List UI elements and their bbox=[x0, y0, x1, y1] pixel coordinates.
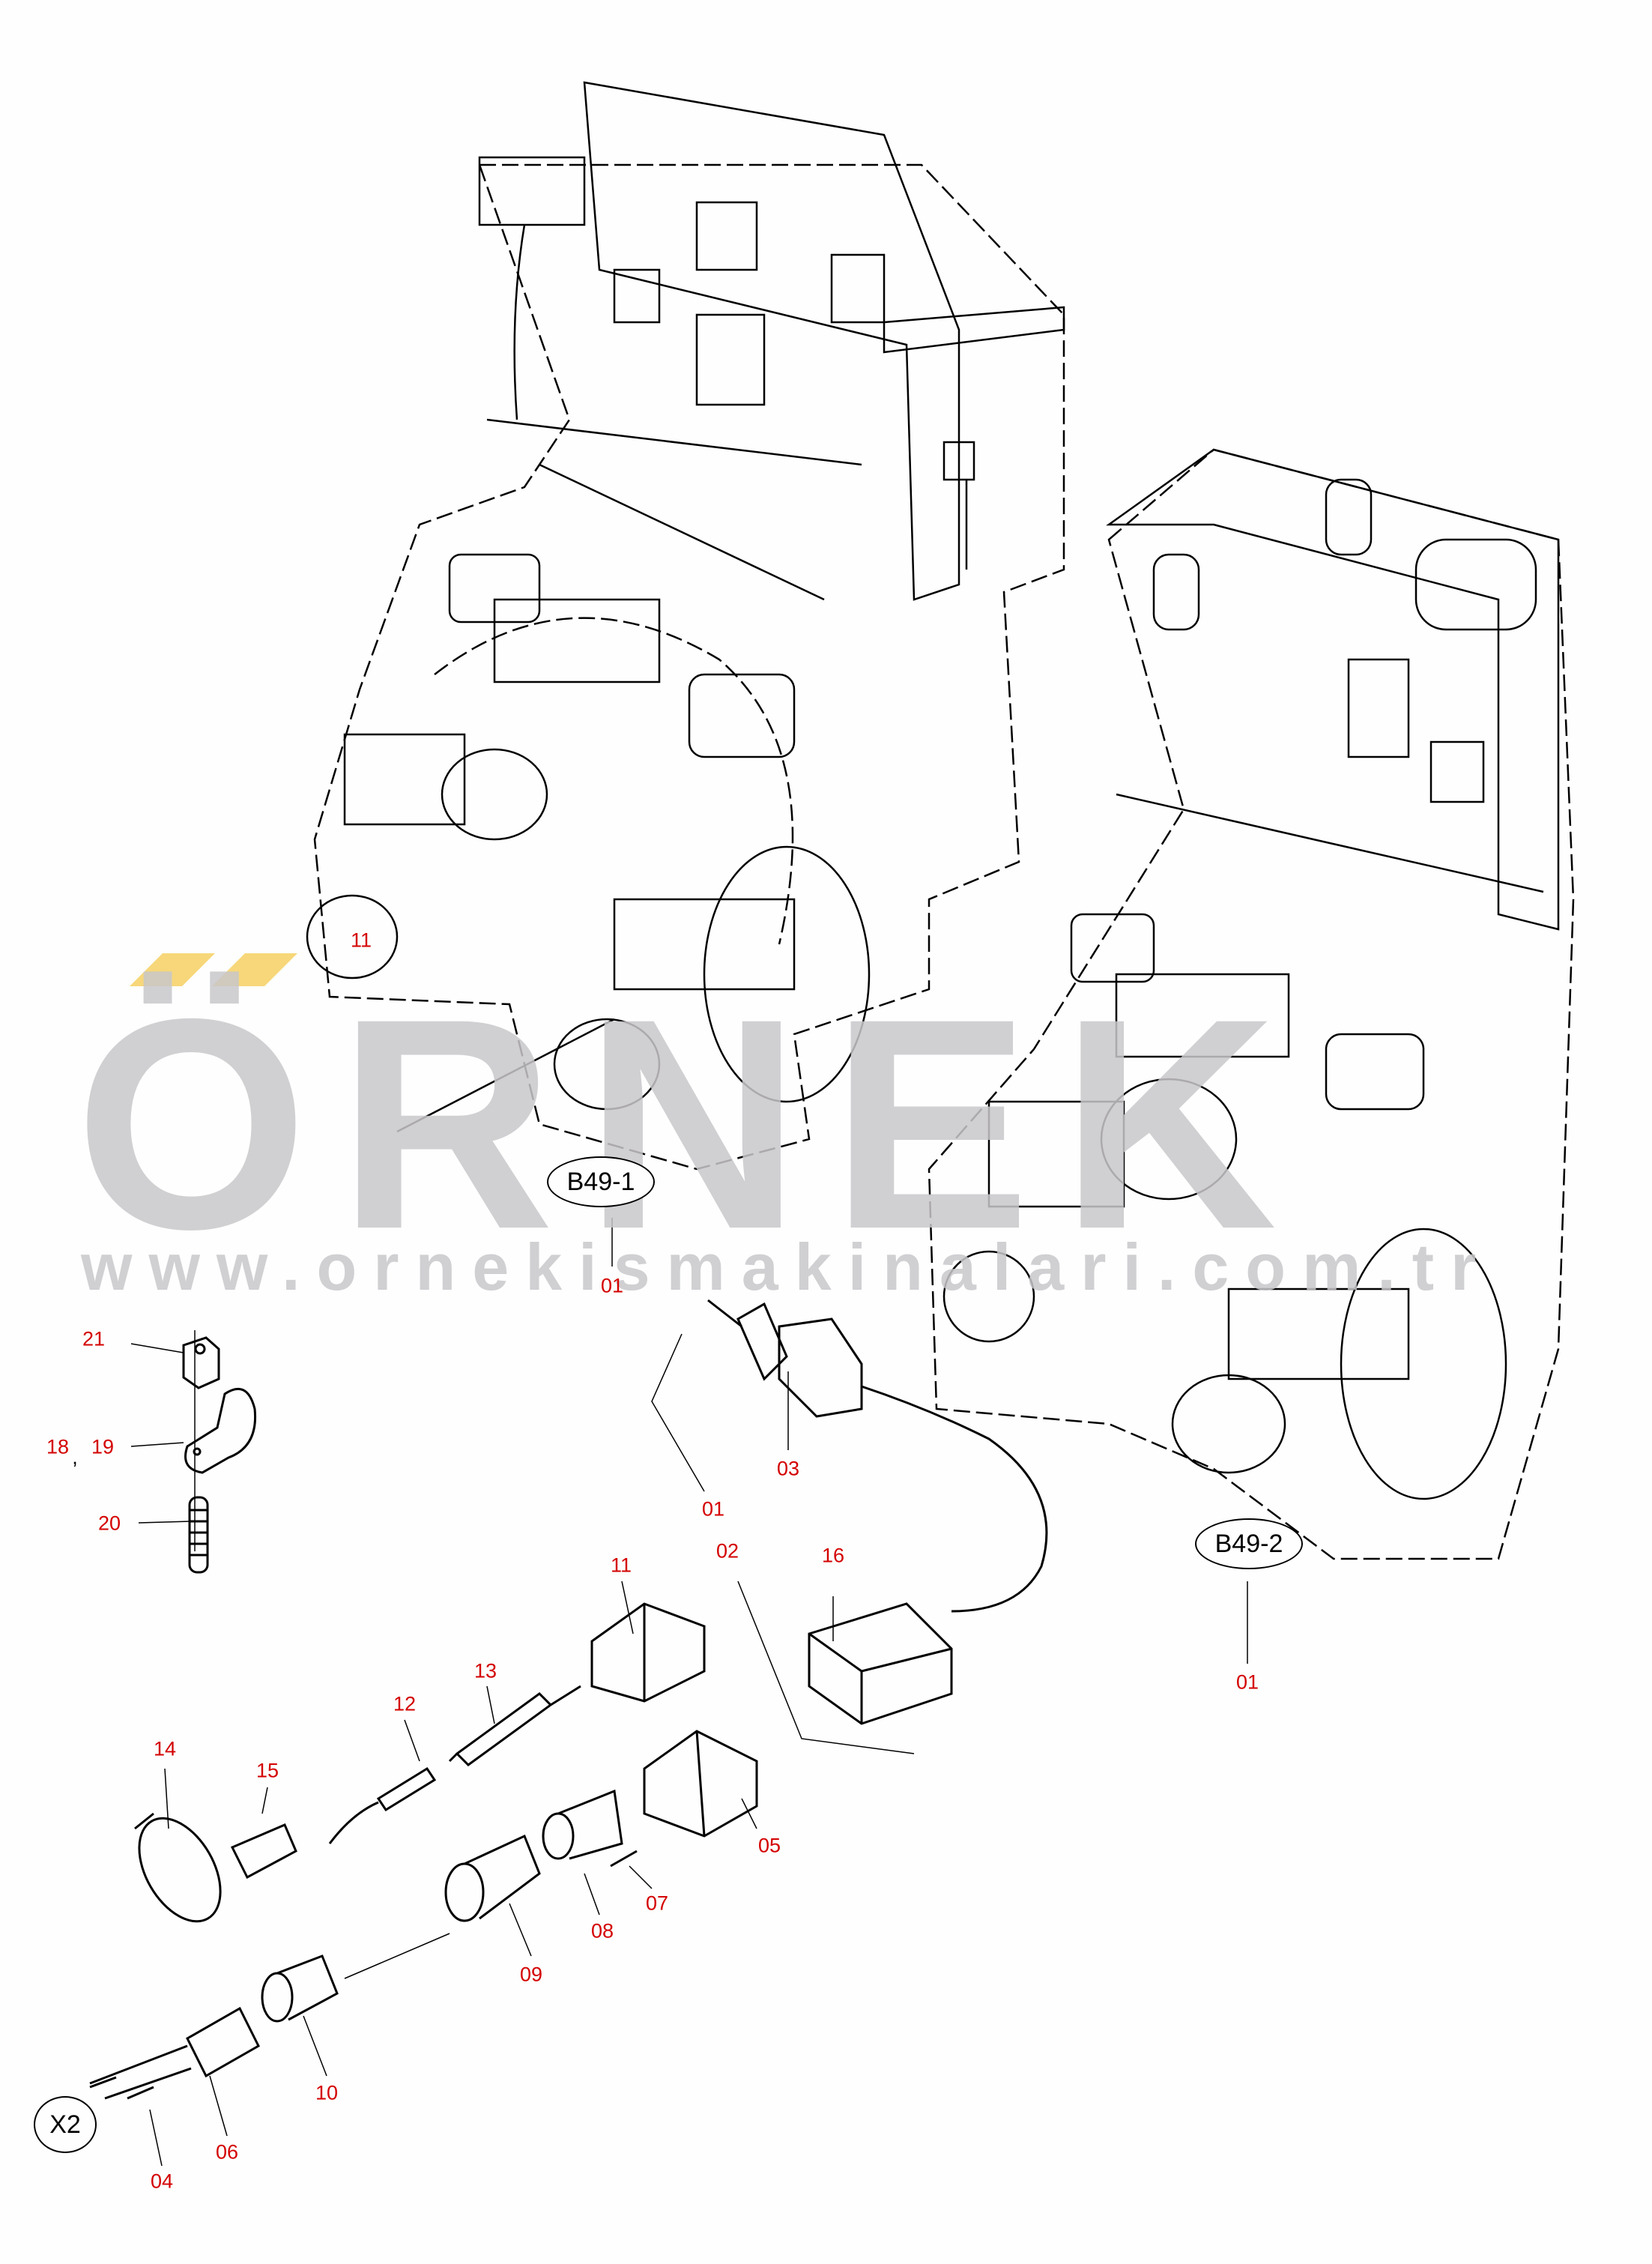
callout-08: 08 bbox=[590, 1919, 614, 1942]
grommet-06 bbox=[89, 2006, 260, 2100]
callout-01-b49-2: 01 bbox=[1235, 1670, 1259, 1694]
callout-01-b49-1: 01 bbox=[600, 1274, 624, 1297]
housing-05 bbox=[643, 1730, 758, 1838]
boot-10 bbox=[261, 1954, 339, 2023]
plug-08 bbox=[542, 1789, 623, 1860]
pressure-switch-03 bbox=[707, 1299, 1048, 1613]
callout-10: 10 bbox=[315, 2081, 339, 2104]
callout-06: 06 bbox=[215, 2140, 239, 2164]
terminal-04 bbox=[89, 2076, 154, 2100]
callout-03: 03 bbox=[776, 1457, 800, 1480]
reference-b49-1: B49-1 bbox=[547, 1156, 655, 1207]
pin-07 bbox=[610, 1850, 638, 1868]
reference-x2: X2 bbox=[34, 2096, 97, 2153]
callout-16: 16 bbox=[821, 1544, 845, 1567]
callout-02: 02 bbox=[715, 1539, 739, 1563]
transmission-assembly-1 bbox=[313, 163, 1065, 1171]
watermark-url: www.ornekismakinalari.com.tr bbox=[81, 1230, 1493, 1304]
shell-09 bbox=[444, 1834, 541, 1922]
callout-11-top: 11 bbox=[350, 929, 372, 952]
valve-block-2 bbox=[943, 448, 1560, 1500]
leader-lines bbox=[130, 1218, 1248, 2167]
connector-11 bbox=[590, 1602, 706, 1703]
seal-13 bbox=[448, 1685, 581, 1766]
clamp-18-19 bbox=[184, 1387, 257, 1474]
pin-12 bbox=[328, 1766, 437, 1844]
callout-13: 13 bbox=[473, 1659, 497, 1682]
reference-b49-2: B49-2 bbox=[1195, 1518, 1303, 1569]
transmission-assembly-2 bbox=[928, 448, 1575, 1560]
nut-21 bbox=[182, 1336, 220, 1389]
cable-tie-14 bbox=[134, 1812, 222, 1923]
callout-01: 01 bbox=[701, 1497, 725, 1521]
tube-15 bbox=[230, 1823, 297, 1880]
callout-21: 21 bbox=[82, 1327, 106, 1350]
watermark-logo: ÖRNEK bbox=[75, 956, 1307, 1291]
connector-16 bbox=[808, 1602, 953, 1725]
callout-14: 14 bbox=[153, 1737, 177, 1760]
callout-11: 11 bbox=[610, 1554, 632, 1577]
callout-05: 05 bbox=[757, 1834, 781, 1857]
callout-07: 07 bbox=[645, 1892, 669, 1915]
solenoid-valves-1 bbox=[306, 553, 871, 1133]
callout-separator: , bbox=[72, 1446, 78, 1469]
callout-09: 09 bbox=[519, 1963, 543, 1986]
callout-15: 15 bbox=[255, 1759, 279, 1782]
callout-18: 18 bbox=[46, 1435, 70, 1458]
callout-04: 04 bbox=[150, 2170, 174, 2193]
callout-20: 20 bbox=[97, 1512, 121, 1535]
screw-20 bbox=[188, 1496, 209, 1574]
valve-block-1 bbox=[478, 81, 1065, 601]
callout-19: 19 bbox=[91, 1435, 115, 1458]
callout-12: 12 bbox=[393, 1692, 417, 1715]
